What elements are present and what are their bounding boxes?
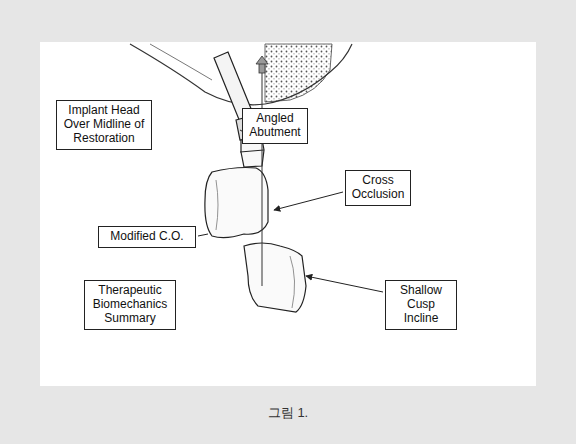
- box-text: Shallow Cusp Incline: [390, 284, 452, 325]
- figure-caption: 그림 1.: [0, 404, 576, 422]
- box-text: Modified C.O.: [103, 230, 191, 244]
- box-text: Angled Abutment: [247, 112, 303, 140]
- leader-line: [198, 234, 208, 236]
- bone-outline: [265, 44, 352, 104]
- label-box: Modified C.O.: [98, 226, 196, 248]
- label-box: Implant Head Over Midline of Restoration: [56, 100, 152, 150]
- box-text: Cross Occlusion: [350, 174, 406, 202]
- label-box: Angled Abutment: [242, 108, 308, 144]
- label-box: Shallow Cusp Incline: [385, 280, 457, 330]
- box-text: Implant Head Over Midline of Restoration: [61, 104, 147, 145]
- label-box: Therapeutic Biomechanics Summary: [84, 280, 176, 330]
- label-box: Cross Occlusion: [345, 170, 411, 206]
- opposing-tooth: [244, 243, 306, 312]
- bone-line: [150, 44, 212, 80]
- leader-line: [274, 192, 343, 210]
- implant-crown: [205, 168, 268, 238]
- midline: [262, 64, 263, 286]
- leader-line: [306, 276, 383, 292]
- box-text: Therapeutic Biomechanics Summary: [89, 284, 171, 325]
